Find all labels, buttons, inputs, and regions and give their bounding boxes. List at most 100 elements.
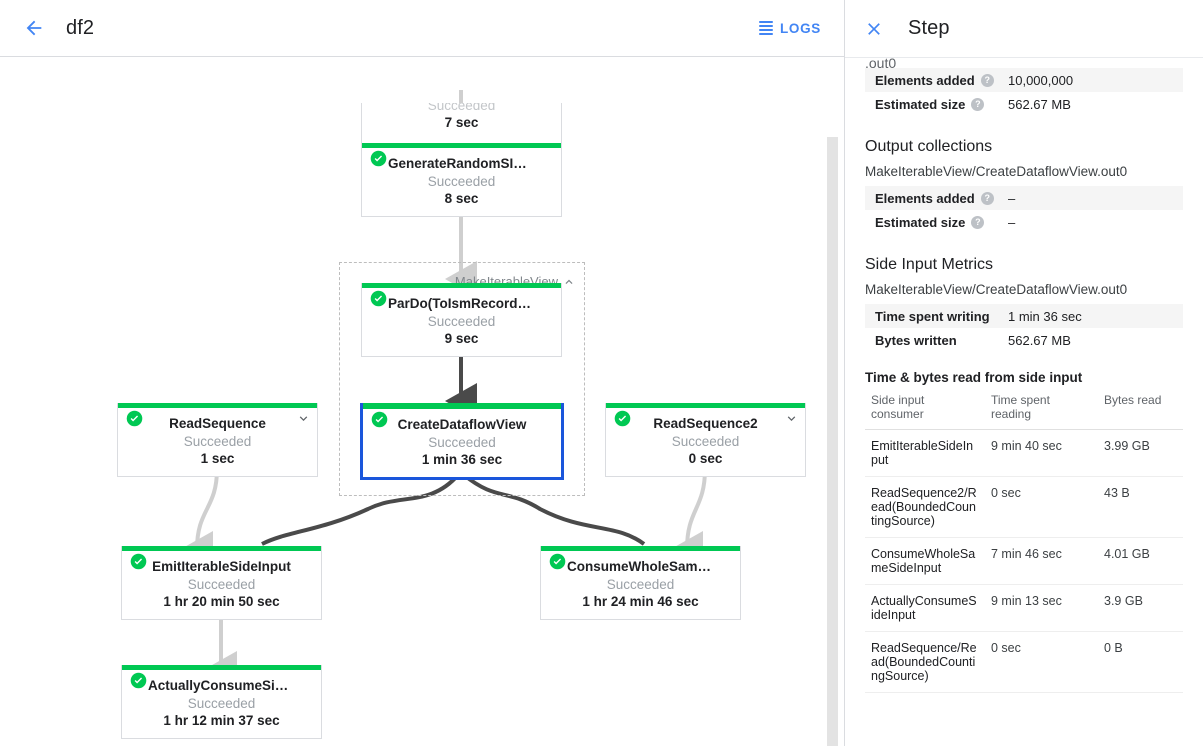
table-header-row: Side input consumer Time spent reading B… [865,387,1183,430]
metric-key-label: Estimated size [875,214,966,230]
success-check-icon [126,410,143,427]
job-graph-pane: df2 LOGS [0,0,845,746]
table-row: ReadSequence2/Read(BoundedCountingSource… [865,476,1183,538]
chevron-up-icon[interactable] [562,275,576,289]
graph-node-emit-iterable-side-input[interactable]: EmitIterableSideInput Succeeded 1 hr 20 … [121,546,322,620]
node-status: Succeeded [187,577,256,592]
cell-time: 0 sec [985,631,1098,693]
table-row: ReadSequence/Read(BoundedCountingSource)… [865,631,1183,693]
logs-lines-icon [758,21,773,35]
graph-node-clipped[interactable]: Succeeded 7 sec [361,103,562,147]
graph-node-actually-consume-side-input[interactable]: ActuallyConsumeSideI… Succeeded 1 hr 12 … [121,665,322,739]
node-time: 1 sec [200,451,235,466]
success-check-icon [370,150,387,167]
graph-vertical-scrollbar[interactable] [827,137,838,746]
node-name: CreateDataflowView [397,417,527,432]
logs-button[interactable]: LOGS [751,15,829,42]
side-input-collection-name: MakeIterableView/CreateDataflowView.out0 [865,282,1128,297]
node-status-bar [606,403,805,408]
input-metrics-table: Elements added ? 10,000,000 Estimated si… [845,68,1203,116]
metric-key-label: Elements added [875,190,975,206]
node-status-bar [118,403,317,408]
metric-key: Bytes written [875,332,957,348]
side-input-table-heading: Time & bytes read from side input [865,370,1083,385]
panel-header: Step [845,0,1203,58]
output-collections-heading: Output collections [865,138,993,155]
metric-key-label: Estimated size [875,96,966,112]
node-time: 1 hr 20 min 50 sec [163,594,280,609]
metric-row: Estimated size ? – [865,210,1183,234]
top-app-bar: df2 LOGS [0,0,844,57]
success-check-icon [370,290,387,307]
success-check-icon [614,410,631,427]
node-name: EmitIterableSideInput [152,559,291,574]
node-name: ReadSequence2 [653,416,758,431]
table-row: ConsumeWholeSameSideInput 7 min 46 sec 4… [865,537,1183,585]
column-header-time[interactable]: Time spent reading [985,387,1098,430]
cell-bytes: 43 B [1098,476,1183,538]
chevron-down-icon[interactable] [784,411,799,426]
help-icon[interactable]: ? [971,215,985,229]
metric-value: – [1008,190,1016,206]
table-row: EmitIterableSideInput 9 min 40 sec 3.99 … [865,429,1183,477]
table-row: ActuallyConsumeSideInput 9 min 13 sec 3.… [865,584,1183,632]
node-time: 8 sec [444,191,479,206]
chevron-down-icon[interactable] [296,411,311,426]
node-name: GenerateRandomSIData [388,156,543,171]
metric-key: Elements added ? [875,191,1008,206]
graph-node-consume-whole-same-side-input[interactable]: ConsumeWholeSameSi… Succeeded 1 hr 24 mi… [540,546,741,620]
metric-value: 562.67 MB [1008,332,1071,348]
metric-key-label: Elements added [875,72,975,88]
graph-canvas[interactable]: MakeIterableView Succeeded 7 sec Generat… [0,57,844,746]
page-title: df2 [66,16,95,39]
node-time: 9 sec [444,331,479,346]
metric-row: Elements added ? – [865,186,1183,210]
node-status: Succeeded [183,434,252,449]
side-input-metrics-heading: Side Input Metrics [865,256,994,273]
panel-scroll-area[interactable]: .out0 Elements added ? 10,000,000 Estima… [845,58,1203,746]
column-header-bytes[interactable]: Bytes read [1098,387,1183,430]
column-header-consumer[interactable]: Side input consumer [865,387,985,430]
node-status: Succeeded [428,435,496,450]
close-icon[interactable] [857,12,891,46]
success-check-icon [130,672,147,689]
success-check-icon [549,553,566,570]
metric-key: Estimated size ? [875,215,1008,230]
success-check-icon [130,553,147,570]
clipped-collection-name: .out0 [865,58,897,68]
help-icon[interactable]: ? [980,191,994,205]
node-time: 0 sec [688,451,723,466]
help-icon[interactable]: ? [971,97,985,111]
node-status: Succeeded [427,103,496,113]
node-name: ReadSequence [169,416,266,431]
metric-value: 1 min 36 sec [1008,308,1082,324]
cell-bytes: 0 B [1098,631,1183,693]
node-status-bar [541,546,740,551]
back-arrow-icon[interactable] [16,10,52,46]
node-status: Succeeded [606,577,675,592]
success-check-icon [371,411,388,428]
graph-node-generate-random-si-data[interactable]: GenerateRandomSIData Succeeded 8 sec [361,143,562,217]
node-status: Succeeded [427,314,496,329]
metric-row: Bytes written 562.67 MB [865,328,1183,352]
step-details-panel: Step .out0 Elements added ? 10,000,000 E… [845,0,1203,746]
node-status: Succeeded [427,174,496,189]
node-name: ActuallyConsumeSideI… [148,678,308,693]
cell-time: 0 sec [985,476,1098,538]
cell-consumer: ReadSequence/Read(BoundedCountingSource) [865,631,985,693]
graph-node-pardo-toismrecordfor[interactable]: ParDo(ToIsmRecordFor… Succeeded 9 sec [361,283,562,357]
metric-key: Elements added ? [875,73,1008,88]
graph-node-read-sequence[interactable]: ReadSequence Succeeded 1 sec [117,403,318,477]
help-icon[interactable]: ? [980,73,994,87]
graph-node-read-sequence-2[interactable]: ReadSequence2 Succeeded 0 sec [605,403,806,477]
cell-consumer: ReadSequence2/Read(BoundedCountingSource… [865,476,985,538]
metric-value: – [1008,214,1016,230]
side-input-metrics-table: Time spent writing 1 min 36 sec Bytes wr… [845,304,1203,352]
cell-consumer: EmitIterableSideInput [865,429,985,477]
cell-time: 9 min 13 sec [985,584,1098,632]
metric-key: Time spent writing [875,308,990,324]
graph-node-create-dataflow-view[interactable]: CreateDataflowView Succeeded 1 min 36 se… [360,403,564,480]
panel-title: Step [908,17,950,39]
node-name: ParDo(ToIsmRecordFor… [388,296,553,311]
cell-time: 7 min 46 sec [985,537,1098,585]
